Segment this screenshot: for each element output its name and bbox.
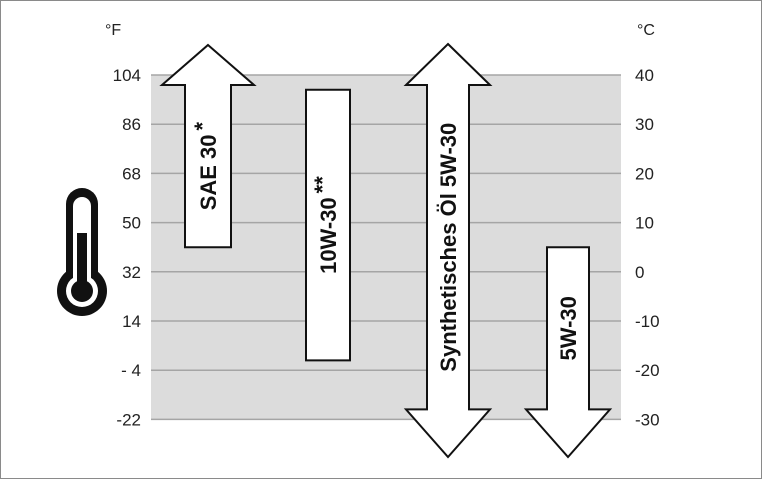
band-label: 5W-30: [556, 296, 581, 360]
celsius-tick-label: 0: [635, 263, 644, 282]
band-shape: [305, 88, 351, 362]
fahrenheit-tick-label: 32: [122, 263, 141, 282]
fahrenheit-tick-label: - 4: [121, 361, 141, 380]
celsius-tick-label: -30: [635, 410, 660, 429]
fahrenheit-tick-label: -22: [116, 410, 141, 429]
celsius-tick-label: 40: [635, 66, 654, 85]
band-footnote-mark: **: [310, 176, 335, 194]
band-10w-30: 10W-30**: [305, 88, 351, 362]
celsius-axis: 40 30 20 10 0 -10 -20 -30: [635, 66, 660, 429]
band-shape: [403, 42, 493, 459]
celsius-unit-label: °C: [637, 22, 655, 39]
band-label: SAE 30*: [190, 121, 221, 210]
band-synthetisches-l-5w-30: Synthetisches Öl 5W-30: [403, 42, 493, 459]
band-sae-30: SAE 30*: [159, 43, 257, 249]
celsius-tick-label: 30: [635, 115, 654, 134]
celsius-tick-label: 10: [635, 214, 654, 233]
celsius-tick-label: -20: [635, 361, 660, 380]
band-shape: [523, 246, 613, 459]
celsius-tick-label: 20: [635, 164, 654, 183]
oil-bands: SAE 30* 10W-30** Synthetisches Öl 5W-30 5W-…: [159, 42, 613, 459]
band-shape: [159, 43, 257, 249]
thermometer-icon: [57, 188, 107, 316]
fahrenheit-tick-label: 86: [122, 115, 141, 134]
fahrenheit-tick-label: 14: [122, 312, 141, 331]
fahrenheit-unit-label: °F: [105, 22, 121, 39]
celsius-tick-label: -10: [635, 312, 660, 331]
fahrenheit-tick-label: 68: [122, 164, 141, 183]
band-label: Synthetisches Öl 5W-30: [436, 123, 461, 372]
band-label: 10W-30**: [310, 176, 341, 274]
band-5w-30: 5W-30: [523, 246, 613, 459]
fahrenheit-tick-label: 50: [122, 214, 141, 233]
fahrenheit-tick-label: 104: [113, 66, 141, 85]
fahrenheit-axis: 104 86 68 50 32 14 - 4 -22: [113, 66, 141, 429]
band-footnote-mark: *: [190, 121, 215, 130]
